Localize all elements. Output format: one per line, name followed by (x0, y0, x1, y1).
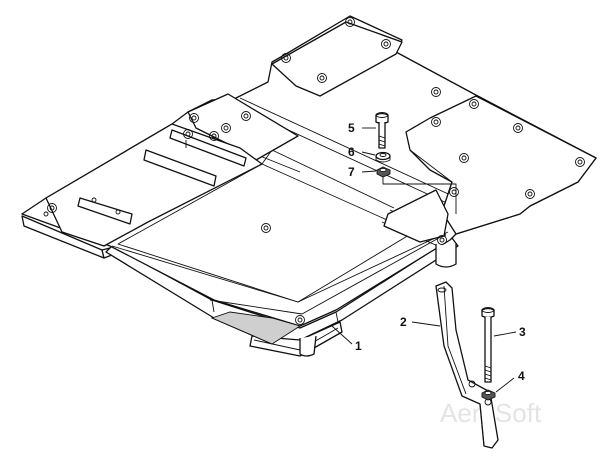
callout-7: 7 (348, 165, 355, 179)
bolt-3 (481, 307, 495, 383)
mounting-bolts (43, 17, 585, 325)
callout-5: 5 (348, 121, 355, 135)
washer-6 (375, 151, 391, 163)
nut-7 (376, 166, 391, 178)
bracket-2 (435, 281, 499, 449)
callout-6: 6 (348, 145, 355, 159)
bolt-5 (375, 112, 389, 149)
callout-4: 4 (518, 369, 525, 383)
callout-2: 2 (400, 315, 407, 329)
callout-1: 1 (355, 339, 362, 353)
leader-hardware (382, 177, 457, 214)
callout-3: 3 (519, 325, 526, 339)
skid-plate (21, 15, 597, 357)
nut-4 (481, 389, 496, 401)
leader-lines (331, 127, 517, 393)
